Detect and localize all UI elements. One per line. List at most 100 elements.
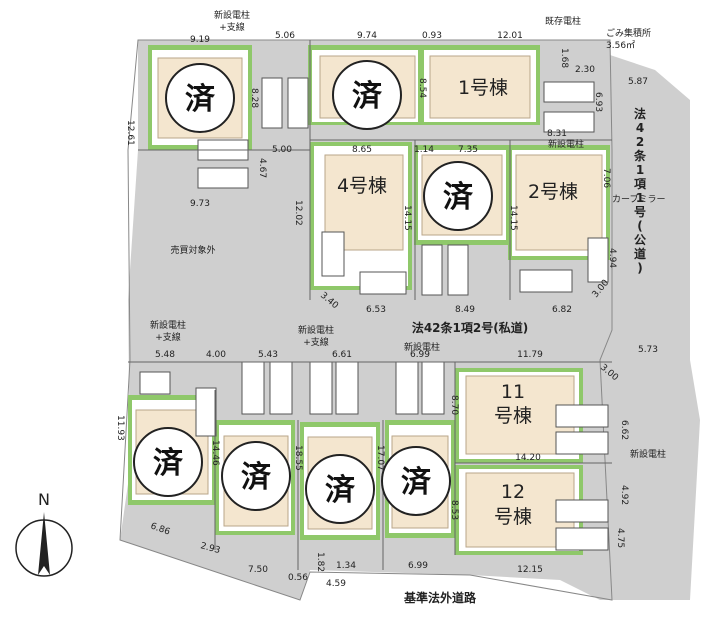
svg-text:11.93: 11.93 bbox=[115, 415, 125, 441]
svg-text:+支線: +支線 bbox=[303, 336, 329, 348]
svg-text:4.67: 4.67 bbox=[257, 158, 267, 178]
svg-text:6.99: 6.99 bbox=[408, 561, 428, 571]
house-footprint bbox=[324, 154, 404, 251]
pole-new-stay-mid-label: 新設電柱+支線 bbox=[298, 324, 334, 348]
lot-label-11-suffix: 号棟 bbox=[494, 405, 532, 427]
svg-text:4.94: 4.94 bbox=[607, 248, 617, 268]
svg-text:6.82: 6.82 bbox=[552, 305, 572, 315]
svg-text:11.79: 11.79 bbox=[517, 350, 543, 360]
svg-text:14.15: 14.15 bbox=[508, 205, 518, 231]
svg-text:8.28: 8.28 bbox=[249, 88, 259, 108]
road-label-private: 法42条1項2号(私道) bbox=[412, 320, 528, 335]
svg-text:7.50: 7.50 bbox=[248, 565, 268, 575]
lot-label-12: 12 bbox=[501, 481, 525, 503]
sold-circle bbox=[305, 454, 375, 524]
out-of-sale-label: 売買対象外 bbox=[170, 244, 215, 256]
pole-new-label: 新設電柱 bbox=[548, 138, 584, 150]
curve-mirror-label: カーブミラー bbox=[612, 193, 665, 205]
svg-text:7.06: 7.06 bbox=[601, 168, 611, 188]
svg-text:5.06: 5.06 bbox=[275, 31, 295, 41]
svg-text:4.59: 4.59 bbox=[326, 579, 346, 589]
house-footprint bbox=[515, 154, 603, 251]
svg-text:6.62: 6.62 bbox=[619, 420, 629, 440]
lot-label-1: 1号棟 bbox=[458, 77, 508, 99]
pole-new-stay-left-label: 新設電柱+支線 bbox=[150, 319, 186, 343]
sold-circle bbox=[381, 446, 451, 516]
svg-text:8.53: 8.53 bbox=[449, 500, 459, 520]
svg-text:4.00: 4.00 bbox=[206, 350, 226, 360]
svg-text:2.30: 2.30 bbox=[575, 65, 595, 75]
svg-text:1.68: 1.68 bbox=[559, 48, 569, 68]
svg-text:12.15: 12.15 bbox=[517, 565, 543, 575]
svg-text:8.31: 8.31 bbox=[547, 129, 567, 139]
lot-label-12-suffix: 号棟 bbox=[494, 506, 532, 528]
svg-text:1.34: 1.34 bbox=[336, 561, 356, 571]
svg-text:14.15: 14.15 bbox=[402, 205, 412, 231]
svg-text:12.61: 12.61 bbox=[125, 120, 135, 146]
pole-new-right-label: 新設電柱 bbox=[630, 448, 666, 460]
sold-circle bbox=[332, 60, 402, 130]
svg-text:17.07: 17.07 bbox=[375, 445, 385, 471]
svg-text:9.74: 9.74 bbox=[357, 31, 377, 41]
sold-mark: 済 bbox=[352, 79, 383, 114]
svg-text:3.56㎡: 3.56㎡ bbox=[606, 40, 635, 51]
sold-mark: 済 bbox=[185, 82, 216, 117]
pole-new-mid-label: 新設電柱 bbox=[404, 341, 440, 353]
svg-text:新設電柱: 新設電柱 bbox=[150, 319, 186, 331]
svg-text:4.92: 4.92 bbox=[619, 485, 629, 505]
svg-text:5.87: 5.87 bbox=[628, 77, 648, 87]
sold-circle bbox=[221, 441, 291, 511]
pole-existing-label: 既存電柱 bbox=[545, 15, 581, 27]
svg-text:6.61: 6.61 bbox=[332, 350, 352, 360]
svg-text:1.14: 1.14 bbox=[414, 145, 434, 155]
north-arrow: N bbox=[15, 490, 73, 577]
sold-mark: 済 bbox=[153, 446, 184, 481]
parking-bays bbox=[139, 77, 609, 551]
svg-text:18.55: 18.55 bbox=[293, 445, 303, 471]
svg-text:+支線: +支線 bbox=[155, 331, 181, 343]
svg-text:4.75: 4.75 bbox=[615, 528, 625, 548]
svg-text:7.35: 7.35 bbox=[458, 145, 478, 155]
svg-text:1.82: 1.82 bbox=[315, 552, 325, 572]
sold-mark: 済 bbox=[241, 460, 272, 495]
house-footprint bbox=[429, 55, 531, 119]
svg-text:6.93: 6.93 bbox=[593, 92, 603, 112]
sold-markers: 済 済 済 済 済 済 済 bbox=[133, 60, 493, 524]
sold-mark: 済 bbox=[401, 465, 432, 500]
svg-text:8.65: 8.65 bbox=[352, 145, 372, 155]
svg-text:6.99: 6.99 bbox=[410, 350, 430, 360]
lot-label-4: 4号棟 bbox=[337, 175, 387, 197]
svg-text:12.02: 12.02 bbox=[293, 200, 303, 226]
svg-text:新設電柱: 新設電柱 bbox=[214, 9, 250, 21]
svg-text:14.20: 14.20 bbox=[515, 453, 541, 463]
svg-text:14.46: 14.46 bbox=[210, 440, 220, 466]
svg-text:8.54: 8.54 bbox=[417, 78, 427, 98]
svg-text:0.93: 0.93 bbox=[422, 31, 442, 41]
sold-mark: 済 bbox=[325, 473, 356, 508]
svg-text:9.73: 9.73 bbox=[190, 199, 210, 209]
svg-text:9.19: 9.19 bbox=[190, 35, 210, 45]
sold-circle bbox=[165, 63, 235, 133]
building-lines bbox=[128, 40, 612, 570]
svg-text:ごみ集積所: ごみ集積所 bbox=[606, 27, 651, 39]
svg-text:+支線: +支線 bbox=[219, 21, 245, 33]
lot-label-2: 2号棟 bbox=[528, 181, 578, 203]
site-boundary bbox=[119, 39, 613, 601]
pole-new-stay-top-label: 新設電柱+支線 bbox=[214, 9, 250, 33]
svg-text:8.70: 8.70 bbox=[449, 395, 459, 415]
sold-circle bbox=[133, 427, 203, 497]
north-label: N bbox=[38, 490, 50, 509]
svg-text:5.00: 5.00 bbox=[272, 145, 292, 155]
svg-text:0.56: 0.56 bbox=[288, 573, 308, 583]
lot-label-11: 11 bbox=[501, 381, 525, 403]
svg-text:12.01: 12.01 bbox=[497, 31, 523, 41]
svg-text:8.49: 8.49 bbox=[455, 305, 475, 315]
svg-text:5.43: 5.43 bbox=[258, 350, 278, 360]
svg-text:新設電柱: 新設電柱 bbox=[298, 324, 334, 336]
svg-text:6.53: 6.53 bbox=[366, 305, 386, 315]
road-label-south: 基準法外道路 bbox=[403, 590, 477, 605]
